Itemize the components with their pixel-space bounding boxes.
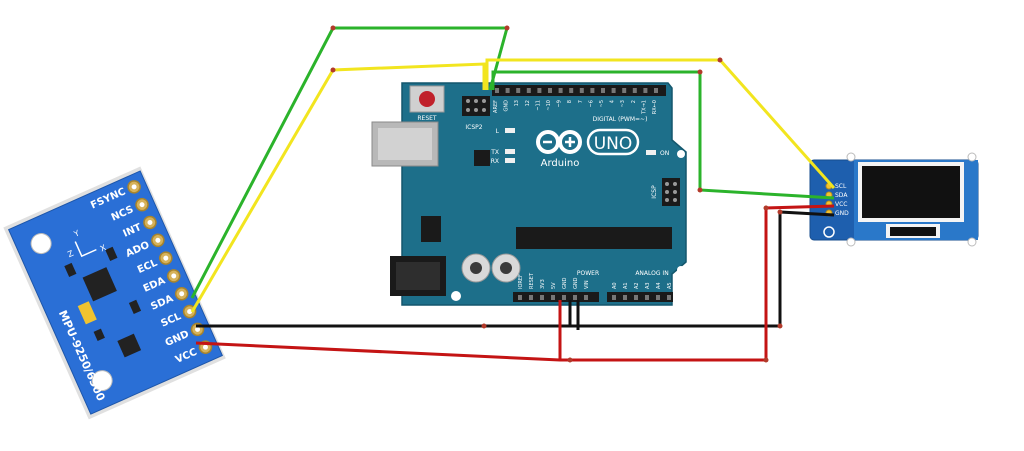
brand-label: Arduino — [541, 158, 580, 169]
digital-pin-label-15: RX←0 — [652, 100, 658, 114]
oled-pin-label-3: GND — [835, 210, 849, 217]
mpu-chip — [82, 267, 117, 302]
wire-black-gnd — [196, 210, 835, 328]
wire-yellow-mpu-sda — [190, 62, 486, 313]
oled-logo-icon — [823, 226, 835, 238]
led-l — [505, 128, 515, 133]
power-pin-label-4: GND — [562, 277, 568, 289]
power-pin-label-3: 5V — [551, 282, 557, 289]
analog-pin-label-3: A3 — [645, 282, 651, 289]
digital-pin-label-5: ~10 — [546, 100, 552, 111]
digital-header — [492, 85, 666, 96]
uno-badge — [586, 128, 640, 156]
analog-pin-label-5: A5 — [667, 282, 673, 289]
led-tx-label: TX — [490, 149, 499, 156]
icsp-label: ICSP — [651, 185, 658, 199]
oled-module: SCL SDA VCC GND — [809, 152, 979, 247]
atmega-chip — [516, 227, 672, 249]
usb-chip — [474, 150, 490, 166]
power-header — [513, 292, 599, 302]
icsp2-header — [462, 96, 490, 116]
wire-yellow-oled-scl — [485, 58, 836, 189]
oled-pin-label-0: SCL — [835, 183, 847, 190]
digital-pin-label-13: 2 — [631, 100, 637, 103]
power-pin-labels: IOREF RESET 3V3 5V GND GND VIN — [518, 272, 590, 289]
analog-pin-label-1: A1 — [623, 282, 629, 289]
on-label: ON — [660, 150, 669, 157]
voltage-regulator — [421, 216, 441, 242]
wires — [190, 25, 836, 363]
led-rx — [505, 158, 515, 163]
oled-flex-cable — [890, 227, 936, 236]
power-label: POWER — [577, 270, 599, 277]
mpu-axis-y: Y — [72, 229, 81, 240]
digital-pin-label-2: 13 — [514, 100, 520, 106]
led-rx-label: RX — [491, 158, 499, 165]
power-pin-label-5: GND — [573, 277, 579, 289]
power-pin-label-2: 3V3 — [540, 279, 546, 289]
mpu-pcb — [7, 170, 223, 415]
oled-pin-label-2: VCC — [835, 201, 847, 208]
analog-pin-label-4: A4 — [656, 282, 662, 289]
oled-screen — [862, 166, 960, 218]
led-tx — [505, 149, 515, 154]
reset-button-cap — [419, 91, 435, 107]
arduino-pcb — [401, 82, 687, 306]
digital-pin-label-1: GND — [504, 100, 510, 112]
digital-pin-label-14: TX→1 — [641, 100, 647, 115]
mpu-crystal — [77, 301, 97, 325]
digital-pin-label-11: 4 — [610, 100, 616, 103]
digital-pin-label-0: AREF — [493, 100, 499, 113]
arduino-logo — [536, 130, 582, 154]
mpu-mount-hole-bottom — [91, 370, 113, 392]
mpu-axis-icon — [74, 241, 97, 258]
digital-pin-label-6: ~9 — [557, 100, 563, 107]
analog-header — [607, 292, 673, 302]
model-label: UNO — [594, 134, 633, 154]
mpu-axis-z: Z — [66, 249, 75, 260]
led-on — [646, 150, 656, 155]
icsp-header — [662, 178, 680, 206]
mpu-module: Y X Z MPU-9250/6500 FSYNCNCSINTADOECLEDA… — [3, 166, 226, 420]
led-l-label: L — [496, 128, 500, 135]
analog-pin-label-2: A2 — [634, 282, 640, 289]
power-pin-label-0: IOREF — [518, 274, 524, 289]
oled-pin-label-1: SDA — [835, 192, 848, 199]
power-pin-label-6: VIN — [584, 280, 590, 289]
digital-pin-label-9: ~6 — [588, 100, 594, 107]
digital-label: DIGITAL (PWM=~) — [593, 116, 648, 123]
mpu-axis-x: X — [99, 243, 108, 254]
digital-pin-label-3: 12 — [525, 100, 531, 106]
analog-label: ANALOG IN — [635, 270, 668, 277]
digital-pin-label-12: ~3 — [620, 100, 626, 107]
digital-pin-label-8: 7 — [578, 100, 584, 103]
analog-pin-label-0: A0 — [612, 282, 618, 289]
mpu-mount-hole-top — [30, 233, 52, 255]
icsp2-label: ICSP2 — [465, 124, 482, 131]
reset-label: RESET — [417, 115, 437, 122]
digital-pin-label-10: ~5 — [599, 100, 605, 107]
digital-pin-label-7: 8 — [567, 100, 573, 103]
digital-pin-label-4: ~11 — [535, 100, 541, 111]
mpu-regulator — [117, 333, 142, 358]
power-pin-label-1: RESET — [529, 272, 535, 289]
analog-pin-labels: A0 A1 A2 A3 A4 A5 — [612, 282, 673, 289]
digital-pin-labels: AREF GND 13 12 ~11 ~10 ~9 8 7 ~6 ~5 4 ~3 2 TX→1 RX←0 — [493, 100, 658, 115]
